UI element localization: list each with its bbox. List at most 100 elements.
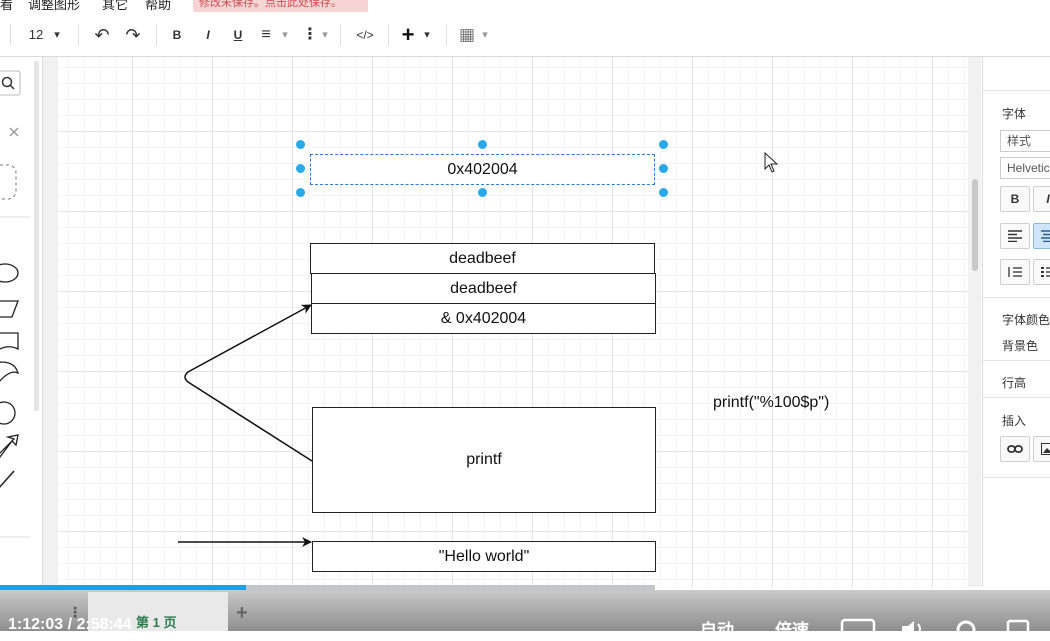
resize-handle[interactable] <box>478 188 487 197</box>
menu-help[interactable]: 帮助 <box>145 0 171 13</box>
stack-cell-label: deadbeef <box>449 250 516 268</box>
panel-divider <box>983 90 1050 91</box>
settings-gear-icon[interactable] <box>958 622 974 638</box>
unsaved-changes-notice[interactable]: 修改未保存。点击此处保存。 <box>193 0 368 12</box>
add-page-button[interactable]: + <box>236 602 248 625</box>
stack-cell-label: deadbeef <box>450 280 517 298</box>
menu-arrange[interactable]: 调整图形 <box>28 0 80 13</box>
toolbar: 12 ▾ ↶ ↷ B I U ≡ ▾ ⋮ ▾ </> + ▾ ▦ ▾ <box>0 14 1050 57</box>
parallelogram-shape-icon[interactable] <box>0 301 18 317</box>
printf-annotation[interactable]: printf("%100$p") <box>713 394 829 412</box>
chevron-down-icon[interactable]: ▾ <box>480 26 490 44</box>
align-center-icon <box>1041 230 1050 242</box>
address-box-selected[interactable]: 0x402004 <box>310 154 655 185</box>
printf-box-label: printf <box>466 451 502 469</box>
menu-view[interactable]: 看 <box>0 0 13 13</box>
undo-icon[interactable]: ↶ <box>93 26 111 44</box>
chevron-down-icon[interactable]: ▾ <box>422 26 432 44</box>
insert-image-button[interactable] <box>1033 436 1050 462</box>
line-height-label: 行高 <box>1002 374 1026 391</box>
align-left-icon <box>1008 230 1022 242</box>
chevron-down-icon[interactable]: ▾ <box>280 26 290 44</box>
insert-plus-icon[interactable]: + <box>400 26 416 44</box>
diagram-page[interactable]: 0x402004 deadbeef deadbeef & 0x402004 pr… <box>58 57 968 587</box>
video-controls-bar: 第 1 页 ⋮ + 1:12:03 / 2:58:44 自动 倍速 <box>0 590 1050 631</box>
table-icon[interactable]: ▦ <box>458 26 476 44</box>
speed-button[interactable]: 倍速 <box>775 616 809 641</box>
font-family-select[interactable]: Helvetica <box>1000 157 1050 179</box>
canvas-scrollbar[interactable] <box>972 179 978 271</box>
sidebar-scrollbar[interactable] <box>34 61 39 411</box>
resize-handle[interactable] <box>296 140 305 149</box>
panel-italic-button[interactable]: I <box>1033 186 1050 212</box>
panel-divider <box>983 360 1050 361</box>
resize-handle[interactable] <box>296 164 305 173</box>
image-icon <box>1041 443 1050 455</box>
toolbar-separator <box>388 24 389 46</box>
stack-cell[interactable]: deadbeef <box>310 243 655 274</box>
align-left-button[interactable] <box>1000 223 1030 249</box>
volume-icon[interactable] <box>902 621 920 638</box>
panel-bold-button[interactable]: B <box>1000 186 1030 212</box>
resize-handle[interactable] <box>659 140 668 149</box>
search-icon[interactable] <box>0 71 20 95</box>
numbered-list-button[interactable] <box>1000 259 1030 285</box>
bold-button[interactable]: B <box>170 26 184 44</box>
stack-cell[interactable]: deadbeef <box>311 273 656 304</box>
format-panel: 字体 样式 Helvetica B I 字体颜色 背景色 行高 插入 <box>982 57 1050 587</box>
font-size-select[interactable]: 12 <box>24 26 48 44</box>
player-icons <box>840 618 1040 640</box>
menu-extras[interactable]: 其它 <box>102 0 128 13</box>
menubar: 看 调整图形 其它 帮助 修改未保存。点击此处保存。 <box>0 0 1050 14</box>
font-color-label[interactable]: 字体颜色 <box>1002 311 1050 328</box>
bullet-list-icon <box>1041 266 1050 278</box>
danmaku-icon[interactable] <box>842 620 874 638</box>
panel-divider <box>983 397 1050 398</box>
bullet-list-button[interactable] <box>1033 259 1050 285</box>
resize-handle[interactable] <box>296 188 305 197</box>
more-vertical-icon[interactable]: ⋮ <box>302 26 314 44</box>
page-tab-label: 第 1 页 <box>136 612 176 631</box>
toolbar-separator <box>340 24 341 46</box>
curve-shape-icon[interactable] <box>0 362 18 383</box>
italic-button[interactable]: I <box>201 26 215 44</box>
chevron-down-icon[interactable]: ▾ <box>320 26 330 44</box>
link-icon <box>1007 444 1023 454</box>
toolbar-separator <box>78 24 79 46</box>
resize-handle[interactable] <box>659 164 668 173</box>
align-center-button[interactable] <box>1033 223 1050 249</box>
font-style-select[interactable]: 样式 <box>1000 130 1050 152</box>
arrow-shape-icon[interactable] <box>0 435 18 457</box>
dashed-shape-icon[interactable] <box>0 165 16 199</box>
insert-link-button[interactable] <box>1000 436 1030 462</box>
fullscreen-icon[interactable] <box>1008 621 1028 638</box>
background-color-label[interactable]: 背景色 <box>1002 337 1038 354</box>
document-shape-icon[interactable] <box>0 333 18 353</box>
toolbar-separator <box>156 24 157 46</box>
hello-world-box[interactable]: "Hello world" <box>312 541 656 572</box>
stack-cell-label: & 0x402004 <box>441 310 526 328</box>
ellipse-shape-icon[interactable] <box>0 264 18 282</box>
video-time: 1:12:03 / 2:58:44 <box>8 616 132 634</box>
printf-box[interactable]: printf <box>312 407 656 513</box>
diagram-canvas[interactable]: 0x402004 deadbeef deadbeef & 0x402004 pr… <box>43 57 981 587</box>
resize-handle[interactable] <box>659 188 668 197</box>
quality-auto-button[interactable]: 自动 <box>700 616 734 641</box>
close-icon[interactable] <box>10 128 18 136</box>
resize-handle[interactable] <box>478 140 487 149</box>
address-box-label: 0x402004 <box>447 161 517 179</box>
line-shape-icon[interactable] <box>0 471 14 489</box>
align-icon[interactable]: ≡ <box>258 26 274 44</box>
arrow-printf-to-stack[interactable] <box>185 305 312 461</box>
panel-divider <box>983 477 1050 478</box>
stack-cell[interactable]: & 0x402004 <box>311 303 656 334</box>
redo-icon[interactable]: ↷ <box>124 26 142 44</box>
edit-html-icon[interactable]: </> <box>352 26 378 44</box>
mouse-cursor-icon <box>764 152 780 174</box>
circle-shape-icon[interactable] <box>0 402 15 424</box>
panel-divider <box>983 297 1050 298</box>
toolbar-separator <box>446 24 447 46</box>
chevron-down-icon[interactable]: ▾ <box>52 26 62 44</box>
hello-world-label: "Hello world" <box>439 548 530 566</box>
underline-button[interactable]: U <box>231 26 245 44</box>
